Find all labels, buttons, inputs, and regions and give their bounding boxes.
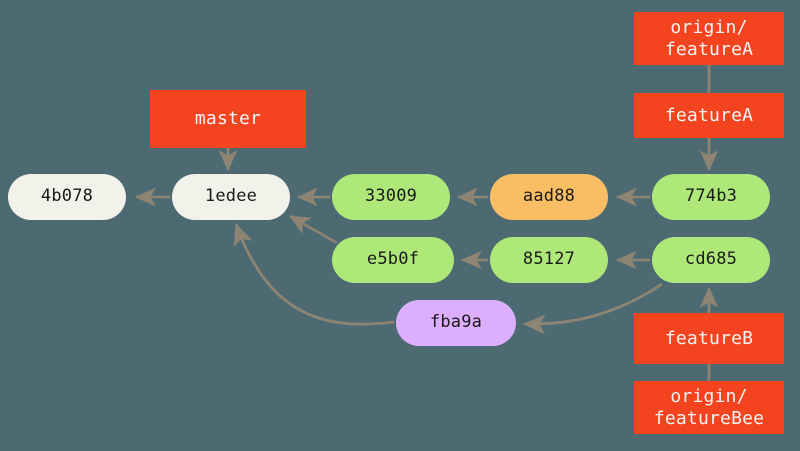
commit-node-33009[interactable]: 33009 [332, 174, 450, 220]
branch-label-featureA[interactable]: featureA [634, 93, 784, 138]
commit-node-4b078[interactable]: 4b078 [8, 174, 126, 220]
edge-e5b0f-1edee [289, 214, 338, 245]
commit-node-85127[interactable]: 85127 [490, 237, 608, 283]
commit-node-774b3[interactable]: 774b3 [652, 174, 770, 220]
commit-label: 85127 [522, 249, 576, 270]
commit-label: 33009 [364, 186, 418, 207]
edge-fba9a-1edee [233, 222, 395, 326]
commit-node-fba9a[interactable]: fba9a [396, 300, 516, 346]
edge-cd685-fba9a [522, 282, 663, 335]
commit-label: 1edee [204, 186, 258, 207]
commit-node-aad88[interactable]: aad88 [490, 174, 608, 220]
commit-label: 4b078 [40, 186, 94, 207]
commit-node-e5b0f[interactable]: e5b0f [332, 237, 454, 283]
branch-label-text: master [194, 108, 262, 130]
branch-label-master[interactable]: master [150, 90, 306, 148]
commit-node-1edee[interactable]: 1edee [172, 174, 290, 220]
commit-label: e5b0f [366, 249, 420, 270]
branch-label-text: origin/ featureBee [653, 385, 765, 429]
branch-label-text: featureB [664, 327, 754, 349]
branch-label-featureB[interactable]: featureB [634, 313, 784, 364]
commit-label: aad88 [522, 186, 576, 207]
commit-label: 774b3 [684, 186, 738, 207]
commit-label: cd685 [684, 249, 738, 270]
commit-label: fba9a [429, 312, 483, 333]
branch-label-origin-featureBee[interactable]: origin/ featureBee [634, 381, 784, 434]
branch-label-text: featureA [664, 104, 754, 126]
branch-label-origin-featureA[interactable]: origin/ featureA [634, 12, 784, 65]
branch-label-text: origin/ featureA [664, 16, 754, 60]
commit-node-cd685[interactable]: cd685 [652, 237, 770, 283]
